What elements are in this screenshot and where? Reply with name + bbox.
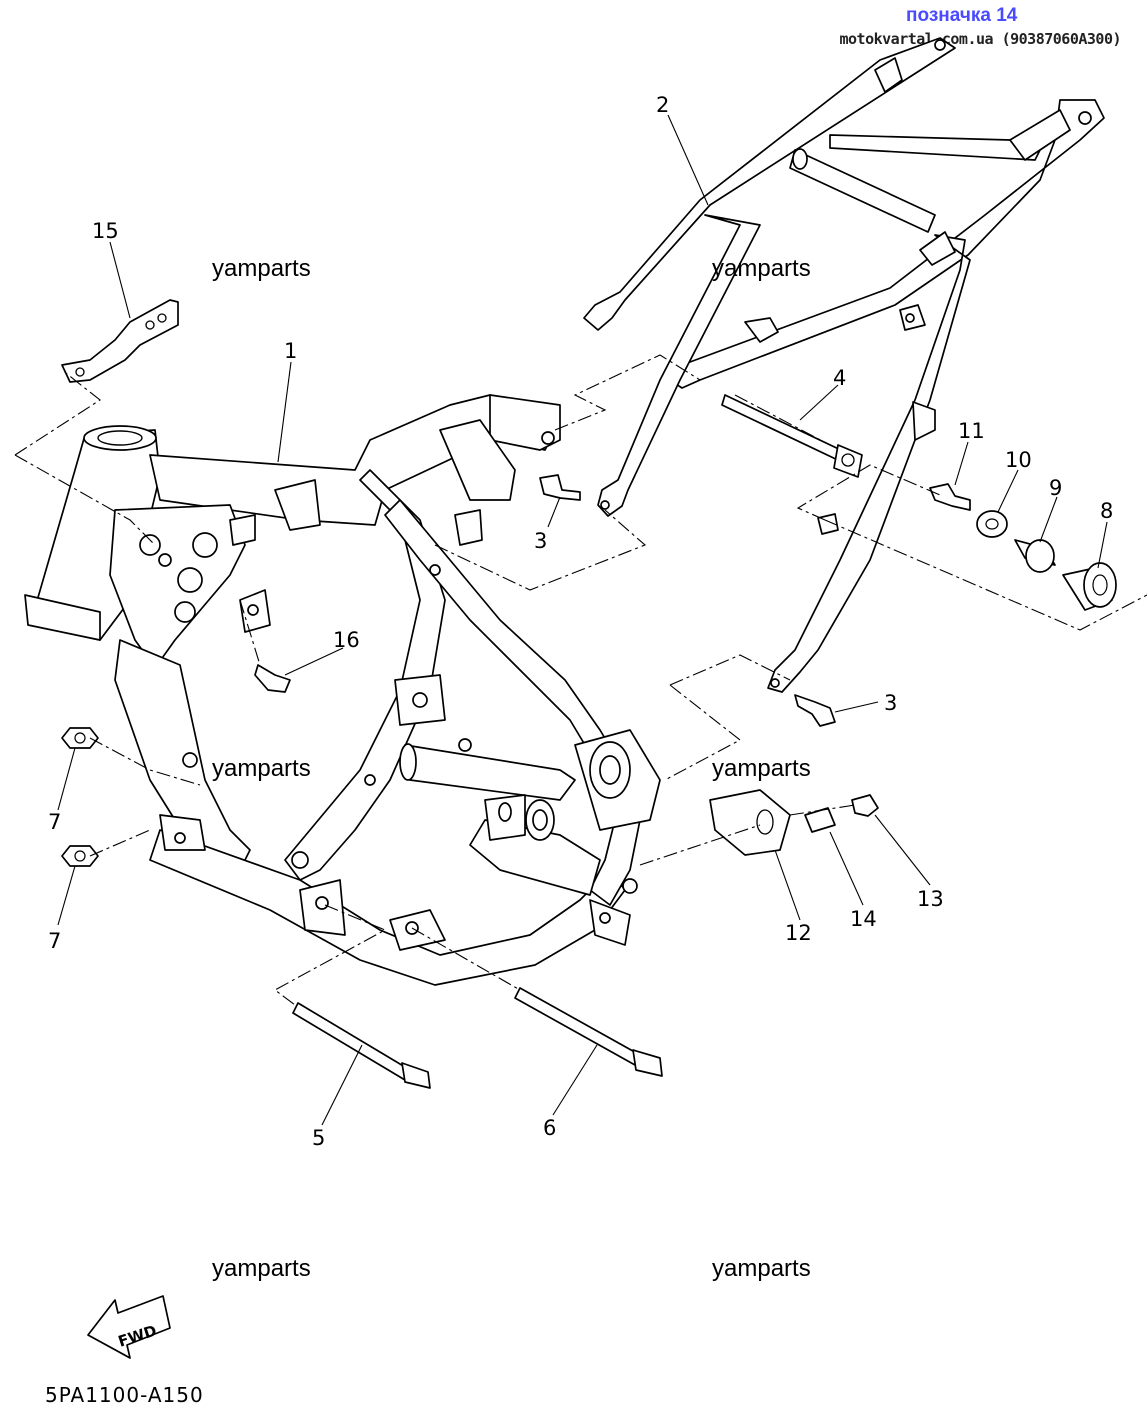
watermarks: yamparts yamparts yamparts yamparts yamp… bbox=[212, 255, 811, 1282]
callout-6: 6 bbox=[543, 1116, 556, 1140]
assembly-dashed-lines bbox=[14, 354, 1147, 1006]
leader-lines bbox=[57, 114, 1108, 1126]
part-7-nut-upper bbox=[61, 727, 99, 749]
callout-14: 14 bbox=[850, 907, 877, 931]
part-15-bracket bbox=[61, 299, 179, 383]
watermark-text: yamparts bbox=[212, 755, 311, 782]
callout-9: 9 bbox=[1049, 476, 1062, 500]
main-frame bbox=[24, 394, 661, 986]
header-label: позначка 14 bbox=[906, 5, 1018, 26]
part-10-washer bbox=[976, 510, 1008, 538]
part-13-bolt bbox=[851, 794, 879, 817]
part-11-bolt bbox=[929, 483, 971, 511]
callout-4: 4 bbox=[833, 366, 846, 390]
part-16-bolt bbox=[254, 664, 291, 693]
callout-15: 15 bbox=[92, 219, 119, 243]
watermark-text: yamparts bbox=[712, 255, 811, 282]
watermark-text: yamparts bbox=[712, 1255, 811, 1282]
watermark-text: yamparts bbox=[712, 755, 811, 782]
part-3-bolt-upper bbox=[539, 474, 581, 501]
callout-11: 11 bbox=[958, 419, 985, 443]
source-watermark: motokvartal.com.ua (90387060A300) bbox=[839, 30, 1121, 48]
catalog-code: 5PA1100-A150 bbox=[45, 1383, 204, 1407]
part-6-long-bolt bbox=[514, 987, 663, 1077]
callout-7-lower: 7 bbox=[48, 929, 61, 953]
part-3-bolt-lower bbox=[794, 694, 836, 727]
callout-numbers: 1 2 3 3 4 5 6 7 7 8 9 10 11 12 13 14 15 … bbox=[48, 93, 1113, 1150]
callout-5: 5 bbox=[312, 1126, 325, 1150]
callout-16: 16 bbox=[333, 628, 360, 652]
part-8-damper bbox=[1062, 562, 1117, 611]
callout-8: 8 bbox=[1100, 499, 1113, 523]
watermark-text: yamparts bbox=[212, 255, 311, 282]
callout-7-upper: 7 bbox=[48, 810, 61, 834]
rear-frame bbox=[583, 37, 1105, 693]
callout-10: 10 bbox=[1005, 448, 1032, 472]
fwd-arrow: FWD bbox=[87, 1295, 171, 1359]
callout-3-upper: 3 bbox=[534, 529, 547, 553]
callout-3-lower: 3 bbox=[884, 691, 897, 715]
part-5-long-bolt bbox=[292, 1002, 431, 1089]
part-7-nut-lower bbox=[61, 845, 99, 867]
callout-1: 1 bbox=[284, 339, 297, 363]
callout-2: 2 bbox=[656, 93, 669, 117]
part-9-collar bbox=[1014, 539, 1056, 573]
callout-13: 13 bbox=[917, 887, 944, 911]
callout-12: 12 bbox=[785, 921, 812, 945]
watermark-text: yamparts bbox=[212, 1255, 311, 1282]
part-4-bolt bbox=[721, 394, 863, 478]
part-12-damper-block bbox=[709, 789, 791, 856]
